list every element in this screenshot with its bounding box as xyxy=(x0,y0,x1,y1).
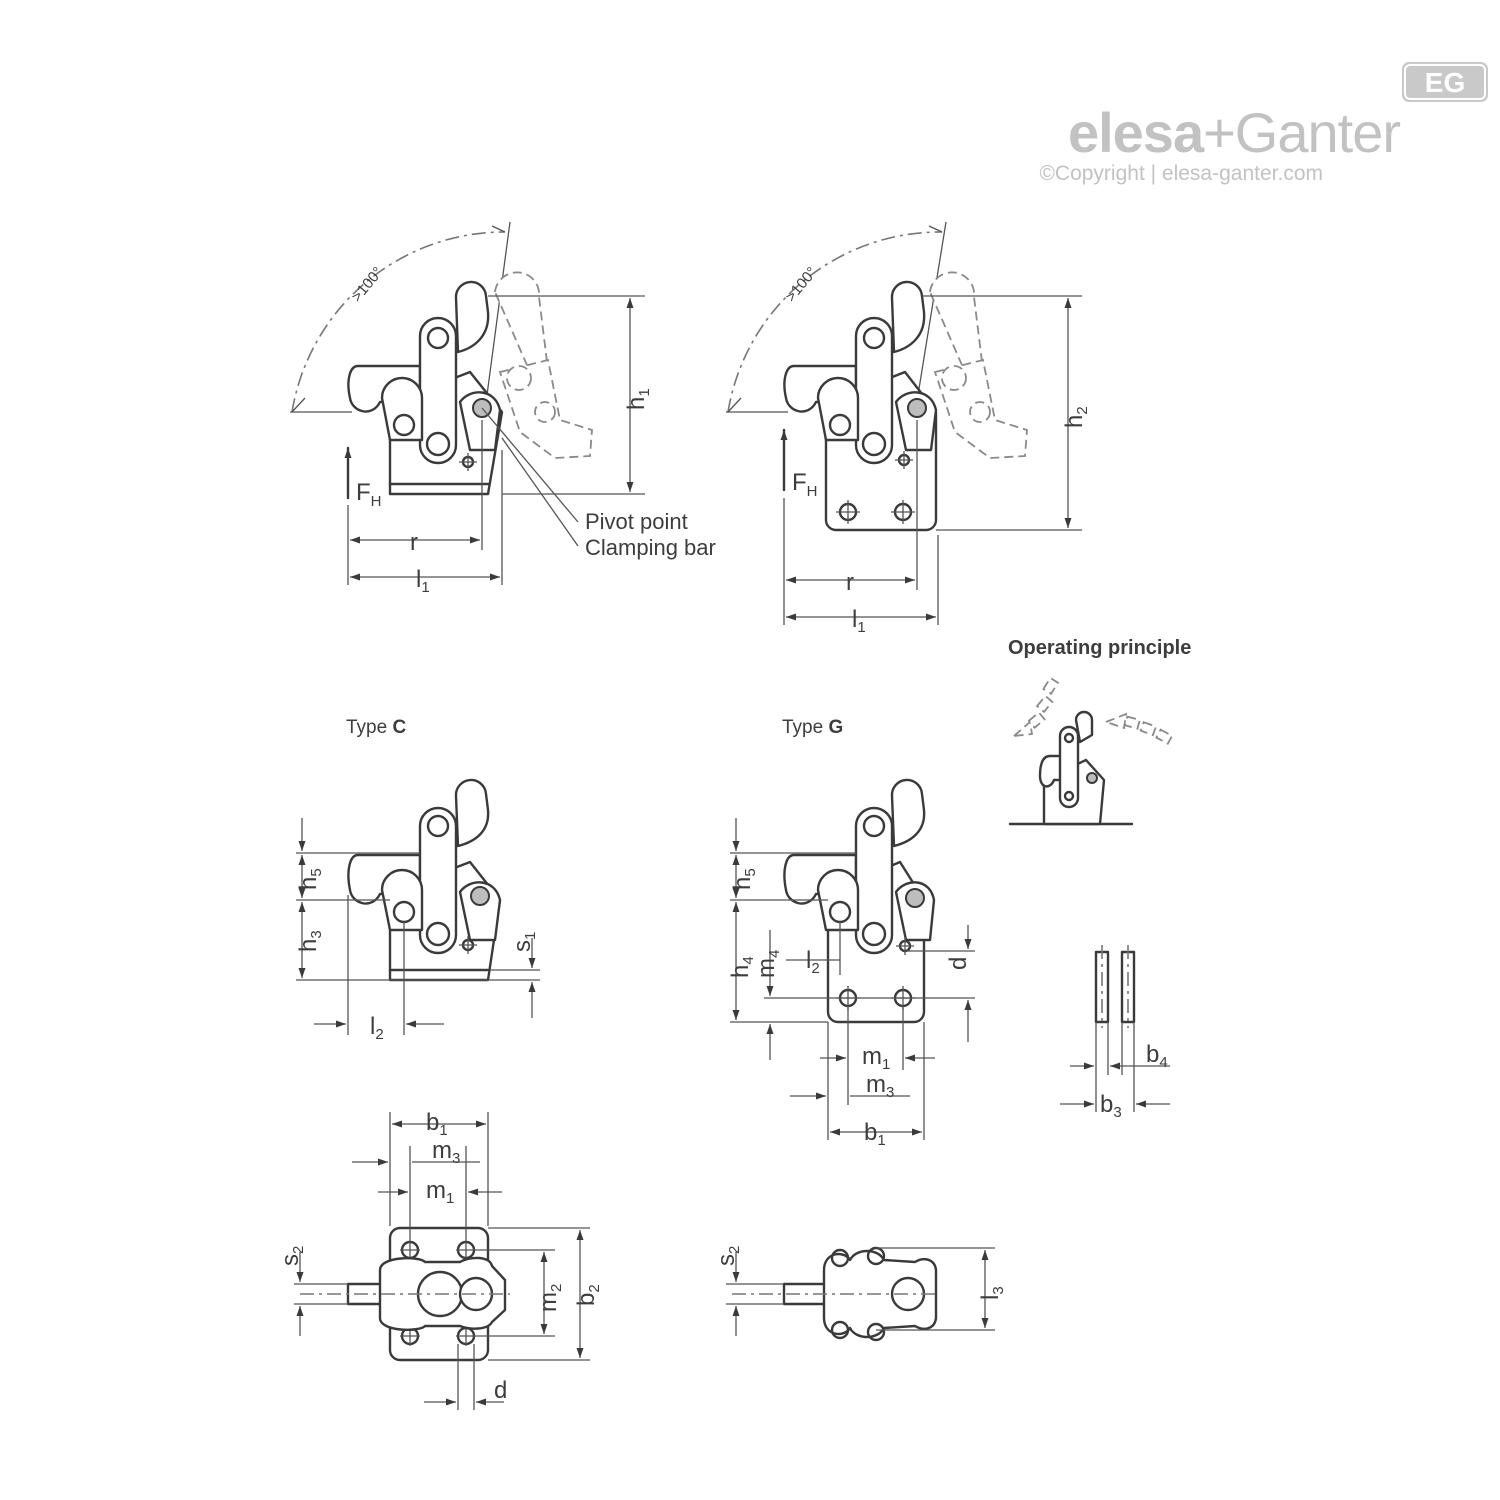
d-label-c: d xyxy=(494,1377,507,1404)
h4-label-g: h4 xyxy=(727,956,757,978)
pivot-point-g xyxy=(907,398,927,418)
brand-plus: + xyxy=(1203,101,1235,164)
s2-label-c: s2 xyxy=(277,1246,307,1266)
h5-label-c: h5 xyxy=(295,868,325,890)
fh-label-c: FH xyxy=(356,479,382,510)
m2-label-c: m2 xyxy=(535,1284,565,1312)
svg-text:elesa+Ganter: elesa+Ganter xyxy=(1068,101,1400,164)
b1-label-c: b1 xyxy=(426,1109,448,1139)
m1-label-c: m1 xyxy=(426,1177,454,1207)
s2-label-g: s2 xyxy=(713,1246,743,1266)
type-g-side-view: Type G h5 h4 m4 l2 xyxy=(727,717,975,1149)
l2-label-g: l2 xyxy=(806,947,820,977)
type-g-top-view: s2 l3 xyxy=(713,1246,1007,1342)
l3-label-g: l3 xyxy=(977,1286,1007,1300)
b2-label-c: b2 xyxy=(573,1284,603,1306)
clamp-g-side-view: >100° FH h2 r l1 xyxy=(726,221,1091,636)
b1-label-g: b1 xyxy=(864,1119,886,1149)
l1-label-g: l1 xyxy=(852,606,866,636)
type-c-side-view: Type C h5 h3 s1 l2 xyxy=(295,717,540,1043)
brand-name-elesa: elesa xyxy=(1068,101,1205,164)
h1-label: h1 xyxy=(623,388,653,410)
type-c-title: Type C xyxy=(346,717,406,738)
brand-copyright: ©Copyright | elesa-ganter.com xyxy=(1039,162,1323,185)
type-c-top-view: b1 m3 m1 s2 m2 b2 d xyxy=(277,1109,603,1410)
brand-logo: EG elesa+Ganter ©Copyright | elesa-gante… xyxy=(1039,62,1488,185)
s1-label-c: s1 xyxy=(509,932,539,952)
ghost-open-position-g xyxy=(929,271,1028,459)
handle-knob-c xyxy=(454,280,490,354)
h2-label: h2 xyxy=(1061,406,1091,428)
type-g-title: Type G xyxy=(782,717,843,738)
clamping-bar-label: Clamping bar xyxy=(585,535,716,560)
operating-principle-title: Operating principle xyxy=(1008,637,1191,659)
fh-label-g: FH xyxy=(792,469,818,500)
operating-principle: Operating principle xyxy=(1008,637,1191,826)
brand-name-ganter: Ganter xyxy=(1235,101,1401,164)
handle-lever-c xyxy=(418,316,458,465)
b3-label: b3 xyxy=(1100,1091,1122,1121)
r-label-g: r xyxy=(846,569,854,596)
l1-label-c: l1 xyxy=(416,566,430,596)
m3-label-g: m3 xyxy=(866,1071,894,1101)
ghost-open-position-c xyxy=(494,271,593,459)
h3-label-c: h3 xyxy=(295,930,325,952)
m4-label-g: m4 xyxy=(753,950,783,978)
m3-label-c: m3 xyxy=(432,1137,460,1167)
clamping-bar-detail: b4 b3 xyxy=(1060,945,1170,1121)
clamp-c-side-view: >100° FH Pivot point Clamp xyxy=(290,221,716,596)
r-label-c: r xyxy=(410,529,418,556)
d-label-g: d xyxy=(945,957,972,970)
pivot-point-label: Pivot point xyxy=(585,509,688,534)
l2-label-c: l2 xyxy=(370,1013,384,1043)
angle-label-g: >100° xyxy=(782,264,821,305)
m1-label-g: m1 xyxy=(862,1043,890,1073)
h5-label-g: h5 xyxy=(729,868,759,890)
b4-label: b4 xyxy=(1146,1041,1168,1071)
handle-lever-g xyxy=(854,316,894,465)
brand-badge: EG xyxy=(1425,67,1465,98)
angle-label-c: >100° xyxy=(348,264,387,305)
